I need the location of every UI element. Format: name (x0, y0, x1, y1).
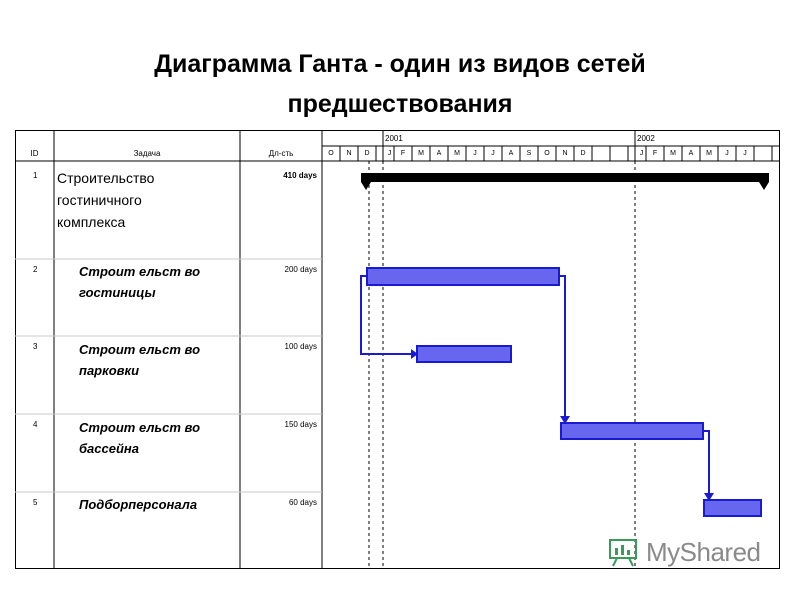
month-label: J (743, 150, 747, 157)
task-name: Подборперсонала (79, 494, 197, 515)
gantt-bar-task-3[interactable] (416, 345, 512, 363)
month-label: A (688, 150, 694, 157)
row-separators (15, 258, 322, 493)
month-label: M (706, 150, 712, 157)
month-label: J (639, 150, 644, 157)
presentation-board-icon (609, 539, 637, 567)
month-label: F (652, 150, 658, 157)
title-line-1: Диаграмма Ганта - один из видов сетей (154, 50, 646, 78)
task-id: 4 (33, 420, 38, 429)
gantt-bar-task-4[interactable] (560, 422, 704, 440)
task-name-line: парковки (79, 363, 140, 378)
task-duration: 150 days (284, 420, 317, 429)
dependency-links (360, 275, 710, 494)
gantt-bar-task-5[interactable] (703, 499, 762, 517)
task-name-line: Подборперсонала (79, 497, 198, 512)
task-name: Строит ельст во парковки (79, 339, 200, 381)
task-name-line: Строит ельст во (79, 264, 201, 279)
task-name-line: Строит ельст во (79, 342, 201, 357)
gantt-grid (15, 130, 780, 569)
task-duration: 60 days (288, 498, 317, 507)
task-name: Строит ельст во гостиницы (79, 261, 200, 303)
link-2-to-3 (360, 275, 411, 355)
header-id: ID (30, 149, 39, 158)
summary-bar-task-1 (361, 173, 769, 190)
month-label: J (491, 150, 495, 157)
month-separators (339, 146, 773, 161)
task-name-line: гостиничного (57, 192, 142, 208)
gantt-chart: ID Задача Дл-сть 2001 2002 O N D J F M A… (15, 130, 780, 570)
task-duration: 200 days (284, 265, 317, 274)
year-2002-label: 2002 (637, 134, 655, 143)
gantt-bar-task-2[interactable] (366, 267, 560, 286)
task-duration: 410 days (283, 171, 317, 180)
month-label: O (544, 150, 550, 157)
title-line-2: предшествования (287, 90, 513, 118)
month-label: M (454, 150, 460, 157)
table-frame (15, 130, 780, 569)
header-duration: Дл-сть (268, 149, 294, 158)
task-name-line: Строит ельст во (79, 420, 201, 435)
task-name-line: комплекса (57, 214, 126, 230)
month-label: D (580, 150, 586, 157)
month-label: N (562, 150, 568, 157)
month-label: A (436, 150, 442, 157)
month-label: D (364, 150, 370, 157)
year-2001-label: 2001 (385, 134, 403, 143)
month-label: M (670, 150, 676, 157)
task-name-line: Строительство (57, 170, 155, 186)
slide-title: Диаграмма Ганта - один из видов сетей пр… (60, 44, 740, 124)
month-label: M (418, 150, 424, 157)
task-name-summary: Строительство гостиничного комплекса (57, 167, 154, 233)
month-label: F (400, 150, 406, 157)
watermark: MyShared (606, 536, 766, 568)
header-task: Задача (133, 149, 161, 158)
month-label: N (346, 150, 352, 157)
month-label: J (387, 150, 392, 157)
link-4-to-5 (703, 430, 710, 494)
task-name-line: бассейна (79, 441, 139, 456)
task-duration: 100 days (284, 342, 317, 351)
task-id: 5 (33, 498, 38, 507)
dependency-arrowheads (411, 349, 714, 501)
task-id: 2 (33, 265, 38, 274)
task-name-line: гостиницы (79, 285, 156, 300)
task-name: Строит ельст во бассейна (79, 417, 200, 459)
task-id: 1 (33, 171, 38, 180)
task-id: 3 (33, 342, 38, 351)
month-label: J (725, 150, 729, 157)
watermark-text: MyShared (646, 537, 761, 567)
month-label: J (473, 150, 477, 157)
link-2-to-4 (559, 275, 566, 417)
date-marker-lines (368, 161, 636, 569)
month-label: S (526, 150, 532, 157)
month-label: O (328, 150, 334, 157)
month-label: A (508, 150, 514, 157)
